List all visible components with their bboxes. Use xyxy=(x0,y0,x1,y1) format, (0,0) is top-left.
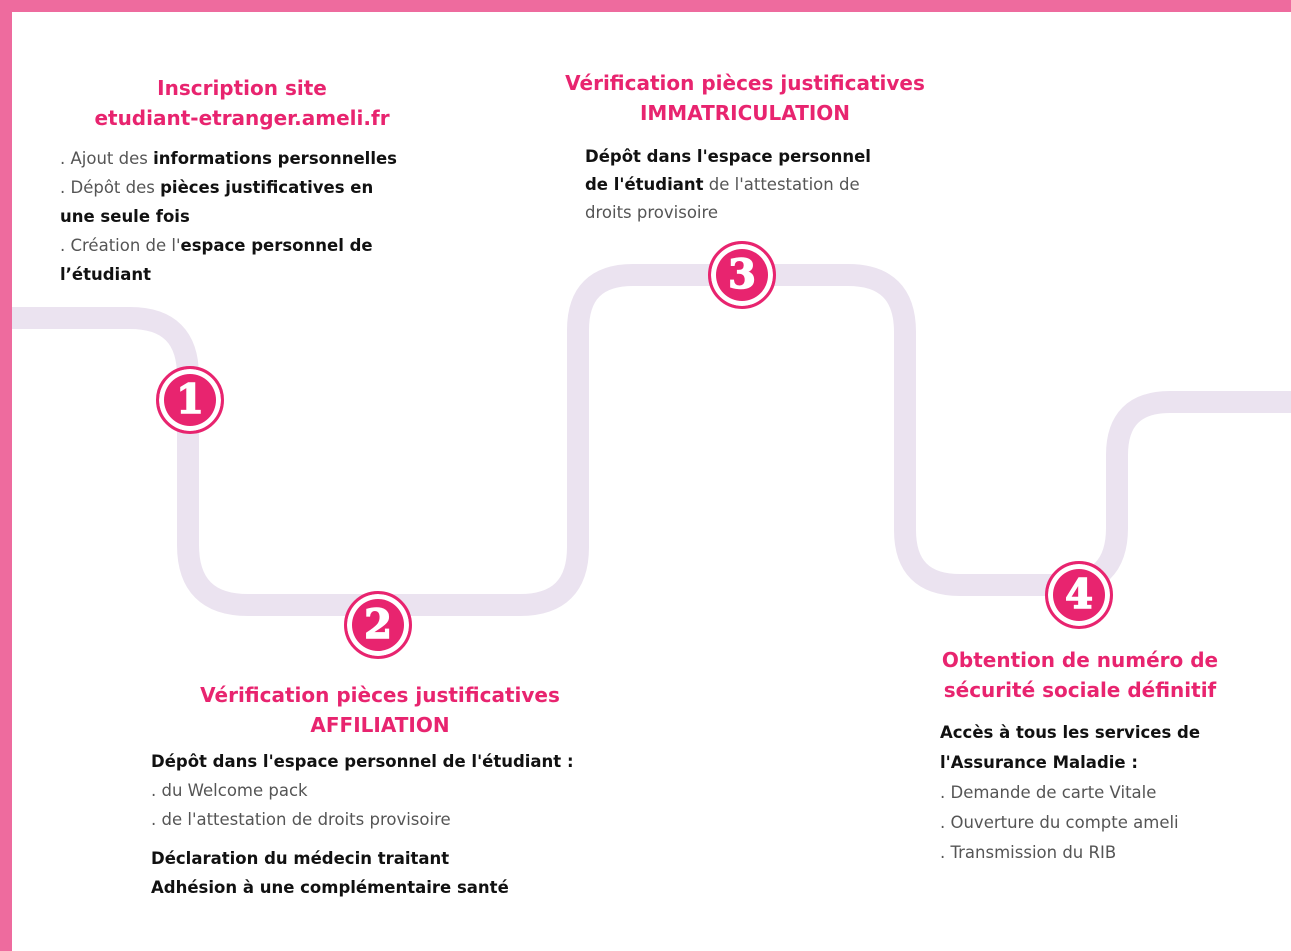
step-4-intro: Accès à tous les services de xyxy=(940,723,1201,742)
top-border xyxy=(0,0,1291,12)
step-4-item: . Demande de carte Vitale xyxy=(940,783,1157,802)
step-2-title-line-1: Vérification pièces justificatives xyxy=(200,683,560,707)
step-1-title: Inscription site etudiant-etranger.ameli… xyxy=(62,73,422,133)
step-1-badge: 1 xyxy=(156,366,224,434)
step-1-number: 1 xyxy=(175,376,204,423)
step-1-item: une seule fois xyxy=(60,207,190,226)
step-4-title-line-1: Obtention de numéro de xyxy=(941,648,1219,672)
step-1-title-line-1: Inscription site xyxy=(157,76,327,100)
step-1-item: . Création de l'espace personnel de xyxy=(60,236,373,255)
step-4-item: . Ouverture du compte ameli xyxy=(940,813,1179,832)
step-1-item: l’étudiant xyxy=(60,265,151,284)
step-1-details: . Ajout des informations personnelles . … xyxy=(60,144,397,289)
step-3-title-line-2: IMMATRICULATION xyxy=(639,101,851,125)
step-2-title: Vérification pièces justificatives AFFIL… xyxy=(170,680,590,740)
step-2-extra: Déclaration du médecin traitant xyxy=(151,849,450,868)
step-3-line: de l'étudiant de l'attestation de xyxy=(585,175,860,194)
step-1-title-line-2: etudiant-etranger.ameli.fr xyxy=(94,106,390,130)
journey-path-line xyxy=(12,264,1291,616)
step-2-intro: Dépôt dans l'espace personnel de l'étudi… xyxy=(151,752,574,771)
step-1-item: . Dépôt des pièces justificatives en xyxy=(60,178,374,197)
step-4-intro: l'Assurance Maladie : xyxy=(940,753,1138,772)
step-2-number: 2 xyxy=(363,601,392,648)
step-4-title: Obtention de numéro de sécurité sociale … xyxy=(930,645,1230,705)
step-3-line: droits provisoire xyxy=(585,203,719,222)
step-4-item: . Transmission du RIB xyxy=(940,843,1117,862)
step-4-number: 4 xyxy=(1064,571,1093,618)
step-3-details: Dépôt dans l'espace personnel de l'étudi… xyxy=(585,143,871,227)
step-3-badge: 3 xyxy=(708,241,776,309)
step-4-title-line-2: sécurité sociale définitif xyxy=(943,678,1217,702)
step-2-item: . du Welcome pack xyxy=(151,781,308,800)
left-border xyxy=(0,0,12,951)
step-3-line: Dépôt dans l'espace personnel xyxy=(585,147,871,166)
step-2-extra: Adhésion à une complémentaire santé xyxy=(151,878,509,897)
step-2-title-line-2: AFFILIATION xyxy=(310,713,450,737)
step-2-item: . de l'attestation de droits provisoire xyxy=(151,810,451,829)
step-1-item: . Ajout des informations personnelles xyxy=(60,149,397,168)
step-3-title-line-1: Vérification pièces justificatives xyxy=(565,71,925,95)
step-2-badge: 2 xyxy=(344,591,412,659)
step-2-details: Dépôt dans l'espace personnel de l'étudi… xyxy=(151,747,574,902)
step-3-number: 3 xyxy=(727,251,756,298)
step-4-badge: 4 xyxy=(1045,561,1113,629)
step-3-title: Vérification pièces justificatives IMMAT… xyxy=(545,68,945,128)
step-4-details: Accès à tous les services de l'Assurance… xyxy=(940,718,1200,868)
